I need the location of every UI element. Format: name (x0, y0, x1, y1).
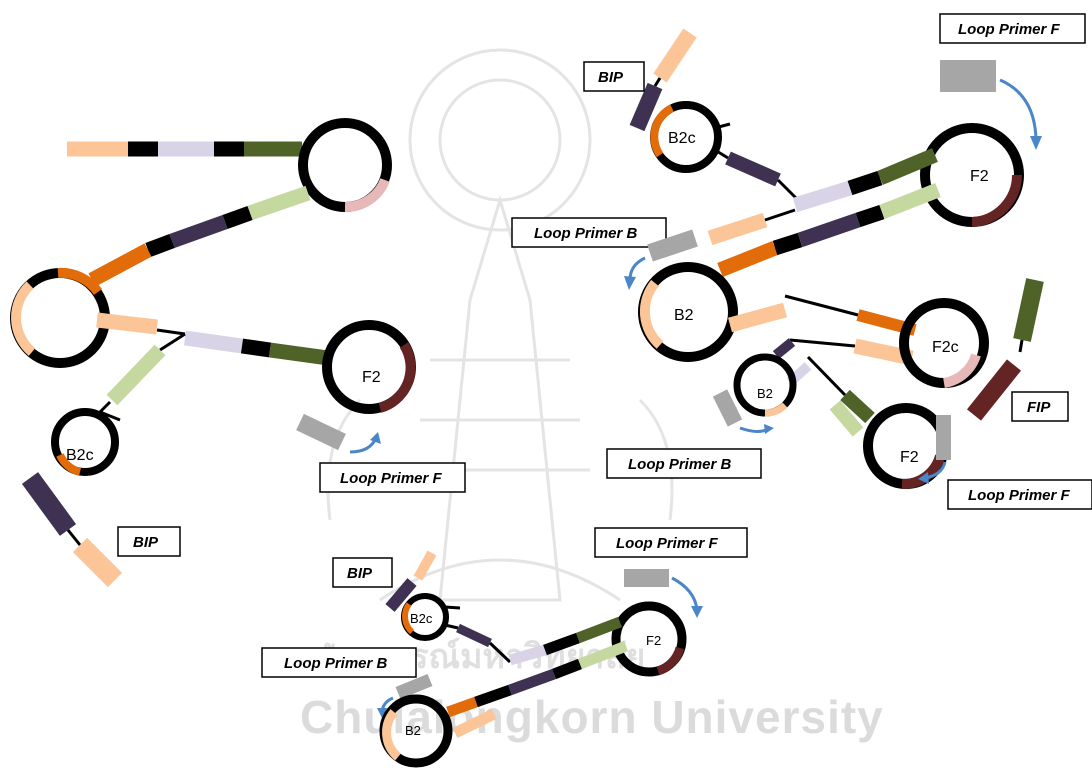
bottom-loop-primer-b-label: Loop Primer B (284, 655, 388, 672)
right-small-loop-primer-f-box: Loop Primer F (948, 480, 1092, 509)
left-loop-primer-f-box: Loop Primer F (320, 463, 465, 492)
bottom-b2c-label: B2c (410, 611, 433, 626)
top-right-f2-loop: F2 (925, 128, 1019, 222)
bottom-b2-label: B2 (405, 723, 421, 738)
right-small-b2-label: B2 (757, 386, 773, 401)
right-small-loop-primer-b-label: Loop Primer B (628, 456, 732, 473)
bottom-loop-primer-f-box: Loop Primer F (595, 528, 747, 557)
top-right-bip-label: BIP (598, 69, 624, 86)
right-b2-label: B2 (674, 307, 694, 324)
bottom-f2-label: F2 (646, 633, 661, 648)
right-fip-box: FIP (1012, 392, 1068, 421)
left-bip-primer (30, 478, 115, 580)
left-b2c-loop: B2c (55, 402, 120, 472)
left-b2c-label: B2c (66, 447, 94, 464)
right-b2-loop: B2 (643, 267, 915, 358)
left-bip-label: BIP (133, 534, 159, 551)
right-small-loop-primer-b-box: Loop Primer B (607, 449, 761, 478)
right-f2c-loop: F2c (904, 303, 984, 383)
left-f2-loop: F2 (327, 325, 411, 409)
right-small-b2-loop: B2 (737, 342, 870, 432)
bottom-bip-box: BIP (333, 558, 392, 587)
top-left-stem-loop (67, 123, 387, 280)
right-small-f2-loop: F2 (868, 408, 944, 484)
right-f2c-label: F2c (932, 339, 959, 356)
right-loop-primer-b-box: Loop Primer B (512, 218, 666, 247)
top-right-b2c-label: B2c (668, 130, 696, 147)
bottom-loop-primer-b-box: Loop Primer B (262, 648, 416, 677)
top-right-loop-primer-f-label: Loop Primer F (958, 21, 1061, 38)
right-small-f2-label: F2 (900, 449, 919, 466)
left-loop-primer-f-label: Loop Primer F (340, 470, 443, 487)
bottom-bip-label: BIP (347, 565, 373, 582)
right-loop-primer-b-label: Loop Primer B (534, 225, 638, 242)
top-right-b2c-loop: B2c (654, 105, 798, 200)
top-right-bip-box: BIP (584, 62, 644, 91)
top-right-f2-label: F2 (970, 168, 989, 185)
left-f2-label: F2 (362, 369, 381, 386)
bottom-loop-primer-f-label: Loop Primer F (616, 535, 719, 552)
top-right-loop-primer-f-box: Loop Primer F (940, 14, 1085, 43)
left-big-loop (15, 273, 328, 400)
right-fip-label: FIP (1027, 399, 1051, 416)
left-bip-box: BIP (118, 527, 180, 556)
right-small-loop-primer-f-label: Loop Primer F (968, 487, 1071, 504)
